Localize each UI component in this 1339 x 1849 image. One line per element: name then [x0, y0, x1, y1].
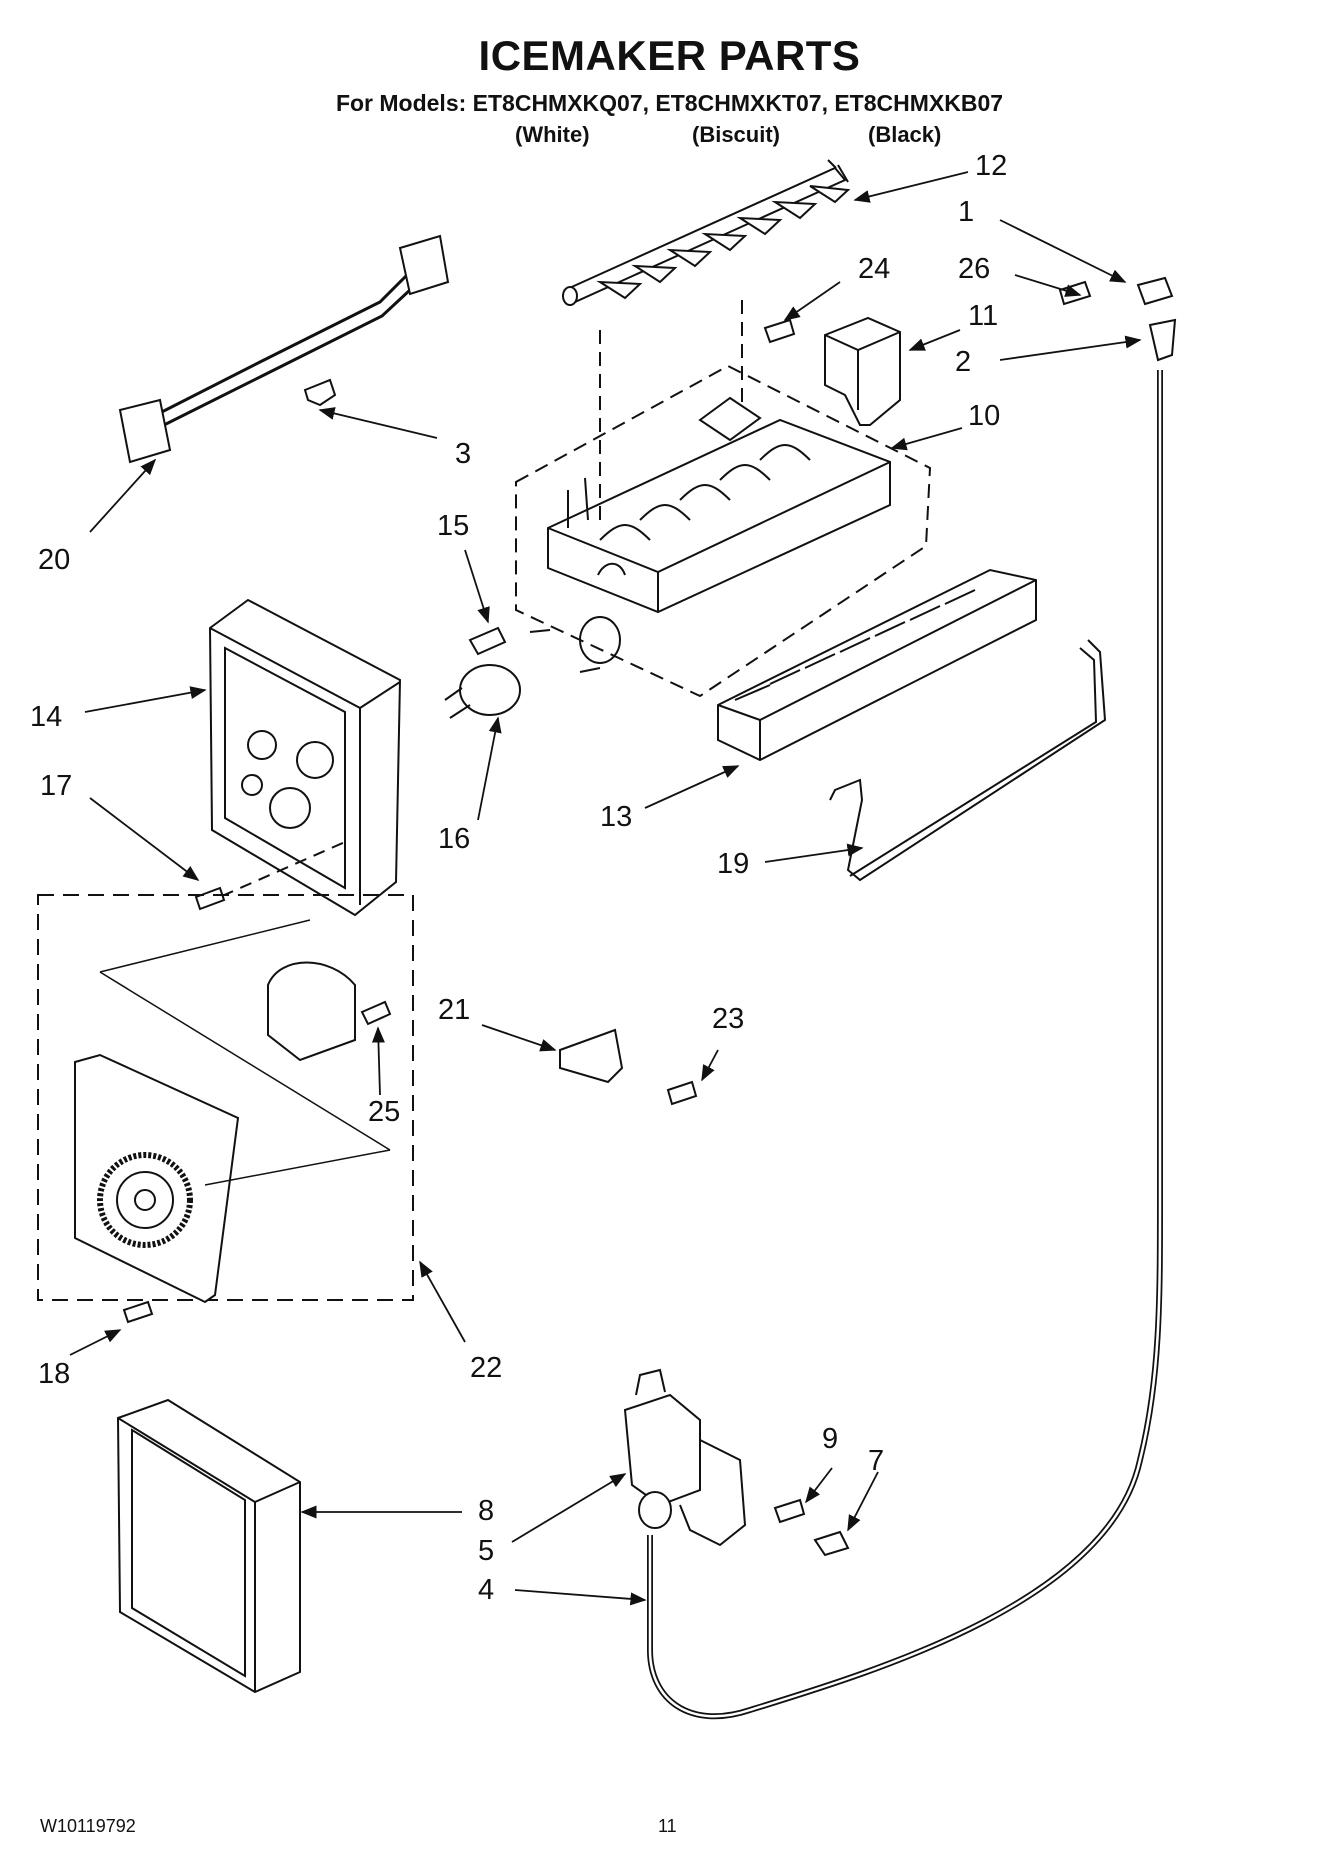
harness-clip-part	[303, 378, 337, 407]
screw-24-part	[360, 1000, 392, 1026]
mold-assembly-outline	[515, 364, 932, 698]
shut-off-arm-part	[829, 639, 1107, 882]
color-black: (Black)	[868, 122, 942, 147]
callout-22: 22	[470, 1352, 503, 1384]
screw-17-part	[194, 886, 226, 911]
callout-11: 11	[968, 300, 999, 332]
screw-25-part	[763, 318, 796, 344]
clamp-1-part	[1136, 276, 1174, 306]
color-biscuit: (Biscuit)	[692, 122, 780, 147]
tube-fitting-2-part	[1148, 318, 1177, 362]
module-plate-part	[74, 1053, 240, 1304]
callout-23: 23	[712, 1003, 745, 1035]
callout-4: 4	[478, 1574, 495, 1606]
callout-8: 8	[478, 1495, 495, 1527]
document-number: W10119792	[40, 1816, 136, 1836]
callout-5: 5	[478, 1535, 495, 1567]
water-valve-part	[623, 1368, 747, 1547]
callout-13: 13	[600, 801, 633, 833]
module-assembly-outline	[37, 894, 414, 1301]
callout-21: 21	[438, 994, 471, 1026]
models-line: For Models: ET8CHMXKQ07, ET8CHMXKT07, ET…	[335, 90, 1004, 116]
callout-2: 2	[955, 346, 972, 378]
thermostat-part	[444, 664, 521, 719]
callout-14: 14	[30, 701, 63, 733]
drive-motor-part	[267, 961, 356, 1062]
callout-26: 26	[958, 253, 991, 285]
callout-19: 19	[717, 848, 750, 880]
callout-7: 7	[868, 1445, 885, 1477]
callout-15: 15	[437, 510, 470, 542]
callout-9: 9	[822, 1423, 839, 1455]
control-housing-part	[208, 598, 402, 917]
callout-24: 25	[368, 1096, 401, 1128]
callout-18: 18	[38, 1358, 71, 1390]
callout-3: 3	[455, 438, 472, 470]
callout-17: 17	[40, 770, 73, 802]
page-number: 11	[658, 1816, 677, 1836]
ice-stripper-part	[717, 568, 1037, 762]
fill-cup-part	[824, 316, 901, 426]
ice-mold-part	[529, 396, 891, 673]
callout-25: 24	[858, 253, 891, 285]
screw-23-part	[666, 1080, 698, 1106]
wire-harness-part	[118, 234, 450, 464]
callout-leaders	[69, 171, 1142, 1606]
page-title: ICEMAKER PARTS	[478, 32, 861, 79]
callout-1: 1	[958, 196, 975, 228]
screw-18-part	[122, 1300, 154, 1324]
callout-12: 12	[975, 150, 1008, 182]
bracket-part	[559, 1028, 624, 1084]
screw-9-part	[773, 1498, 806, 1524]
valve-cover-part	[116, 1398, 301, 1694]
callout-10: 10	[968, 400, 1001, 432]
callout-16: 16	[438, 823, 471, 855]
ejector-shaft-part	[562, 159, 851, 306]
clip-7-part	[813, 1530, 850, 1557]
callout-20: 20	[38, 544, 71, 576]
color-white: (White)	[515, 122, 590, 147]
screw-15-part	[468, 626, 507, 656]
